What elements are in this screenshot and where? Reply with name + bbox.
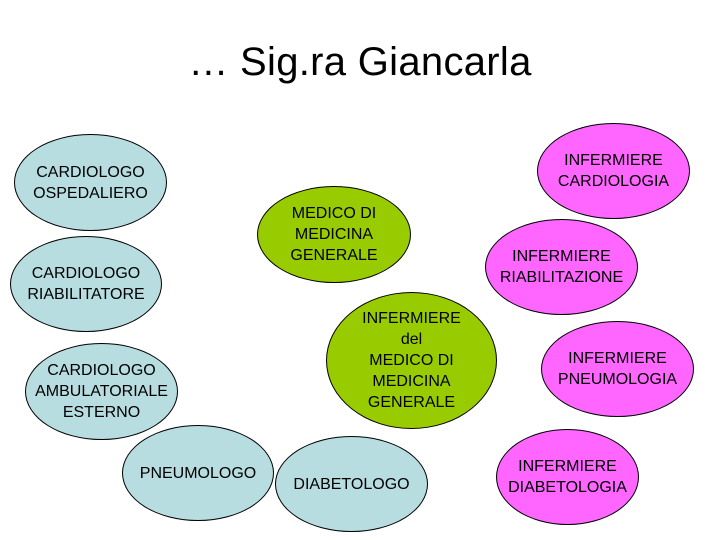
infermiere-riabilitazione-node: INFERMIERE RIABILITAZIONE <box>485 219 638 315</box>
infermiere-riabilitazione-label: INFERMIERE RIABILITAZIONE <box>499 248 624 286</box>
diabetologo-label: DIABETOLOGO <box>293 475 410 493</box>
medico-medicina-generale-label: MEDICO DI MEDICINA GENERALE <box>290 205 378 264</box>
diabetologo-node: DIABETOLOGO <box>275 436 428 532</box>
cardiologo-ospedaliero-label: CARDIOLOGO OSPEDALIERO <box>33 163 148 202</box>
infermiere-diabetologia-node: INFERMIERE DIABETOLOGIA <box>496 429 639 525</box>
cardiologo-riabilitatore-node: CARDIOLOGO RIABILITATORE <box>10 236 162 332</box>
pneumologo-node: PNEUMOLOGO <box>122 425 274 521</box>
cardiologo-riabilitatore-label: CARDIOLOGO RIABILITATORE <box>27 265 145 303</box>
cardiologo-ospedaliero-node: CARDIOLOGO OSPEDALIERO <box>14 134 167 231</box>
infermiere-cardiologia-node: INFERMIERE CARDIOLOGIA <box>537 123 690 219</box>
medico-medicina-generale-node: MEDICO DI MEDICINA GENERALE <box>257 186 411 283</box>
pneumologo-label: PNEUMOLOGO <box>139 464 257 482</box>
infermiere-medico-label: INFERMIERE del MEDICO DI MEDICINA GENERA… <box>362 310 461 411</box>
slide-title: … Sig.ra Giancarla <box>188 40 532 84</box>
infermiere-pneumologia-label: INFERMIERE PNEUMOLOGIA <box>557 350 678 388</box>
infermiere-diabetologia-label: INFERMIERE DIABETOLOGIA <box>508 458 627 496</box>
cardiologo-ambulatoriale-node: CARDIOLOGO AMBULATORIALE ESTERNO <box>25 343 178 440</box>
cardiologo-ambulatoriale-label: CARDIOLOGO AMBULATORIALE ESTERNO <box>35 362 168 421</box>
infermiere-medico-node: INFERMIERE del MEDICO DI MEDICINA GENERA… <box>326 292 497 429</box>
infermiere-pneumologia-node: INFERMIERE PNEUMOLOGIA <box>541 321 694 417</box>
infermiere-cardiologia-label: INFERMIERE CARDIOLOGIA <box>557 152 670 190</box>
